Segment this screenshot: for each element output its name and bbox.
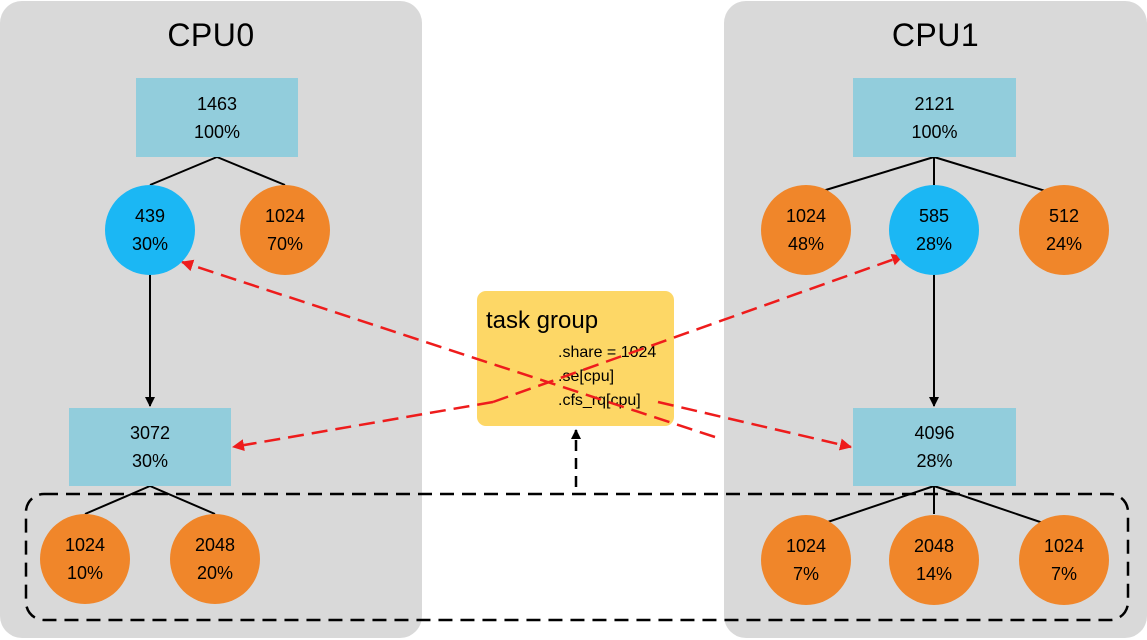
cpu0-title: CPU0 — [167, 17, 255, 53]
cpu1-root-runqueue: 2121 100% — [853, 78, 1016, 157]
cpu1-task-2-pct: 24% — [1045, 234, 1083, 254]
cpu1-group-task-1-weight: 1024 — [785, 536, 827, 556]
cpu1-group-task-3-pct: 7% — [1050, 564, 1077, 584]
cpu0-group-rq-pct: 30% — [131, 451, 169, 471]
cpu1-group-task-3: 1024 7% — [1019, 515, 1109, 605]
cpu1-task-node-2: 512 24% — [1019, 185, 1109, 275]
cpu0-task-node: 1024 70% — [240, 185, 330, 275]
cpu0-group-entity-node: 439 30% — [105, 185, 195, 275]
cpu1-title: CPU1 — [891, 17, 980, 53]
cpu1-group-rq-pct: 28% — [916, 451, 953, 471]
cpu0-group-runqueue: 3072 30% — [69, 408, 231, 486]
cpu0-group-entity-weight: 439 — [134, 206, 166, 226]
cpu0-group-task-2-pct: 20% — [196, 563, 234, 583]
cpu1-group-runqueue: 4096 28% — [853, 408, 1016, 486]
cpu1-task-1-weight: 1024 — [785, 206, 827, 226]
cpu1-task-node-1: 1024 48% — [761, 185, 851, 275]
cpu1-root-weight: 2121 — [914, 93, 955, 114]
cpu0-task-weight: 1024 — [264, 206, 306, 226]
cpu0-group-task-1-weight: 1024 — [64, 535, 106, 555]
cpu1-task-2-weight: 512 — [1048, 206, 1080, 226]
cpu1-group-entity-node: 585 28% — [889, 185, 979, 275]
cpu0-group-rq-weight: 3072 — [129, 423, 171, 443]
cpu1-root-pct: 100% — [911, 121, 958, 142]
cpu0-group-entity-pct: 30% — [131, 234, 169, 254]
task-group-cfs-rq-field: .cfs_rq[cpu] — [558, 392, 641, 409]
cpu1-task-1-pct: 48% — [787, 234, 825, 254]
task-group-title: task group — [486, 307, 599, 334]
cpu0-group-task-2-weight: 2048 — [194, 535, 236, 555]
task-group-share-field: .share = 1024 — [558, 344, 657, 361]
cpu1-group-task-3-weight: 1024 — [1043, 536, 1085, 556]
cpu1-group-task-2-weight: 2048 — [913, 536, 955, 556]
cpu1-group-entity-pct: 28% — [915, 234, 953, 254]
cpu1-group-task-2-pct: 14% — [915, 564, 953, 584]
cpu0-root-pct: 100% — [193, 121, 241, 142]
cpu1-group-entity-weight: 585 — [918, 206, 950, 226]
cpu0-task-pct: 70% — [266, 234, 304, 254]
cpu0-group-task-1-pct: 10% — [66, 563, 104, 583]
cpu1-group-task-1-pct: 7% — [792, 564, 819, 584]
cpu0-group-task-1: 1024 10% — [40, 514, 130, 604]
cpu0-root-runqueue: 1463 100% — [136, 78, 298, 157]
cpu1-group-task-2: 2048 14% — [889, 515, 979, 605]
task-group-se-field: .se[cpu] — [558, 368, 615, 385]
task-group-box: task group .share = 1024 .se[cpu] .cfs_r… — [477, 291, 674, 426]
cpu0-group-task-2: 2048 20% — [170, 514, 260, 604]
cpu1-group-task-1: 1024 7% — [761, 515, 851, 605]
cpu0-root-weight: 1463 — [196, 93, 238, 114]
cpu1-group-rq-weight: 4096 — [914, 423, 955, 443]
